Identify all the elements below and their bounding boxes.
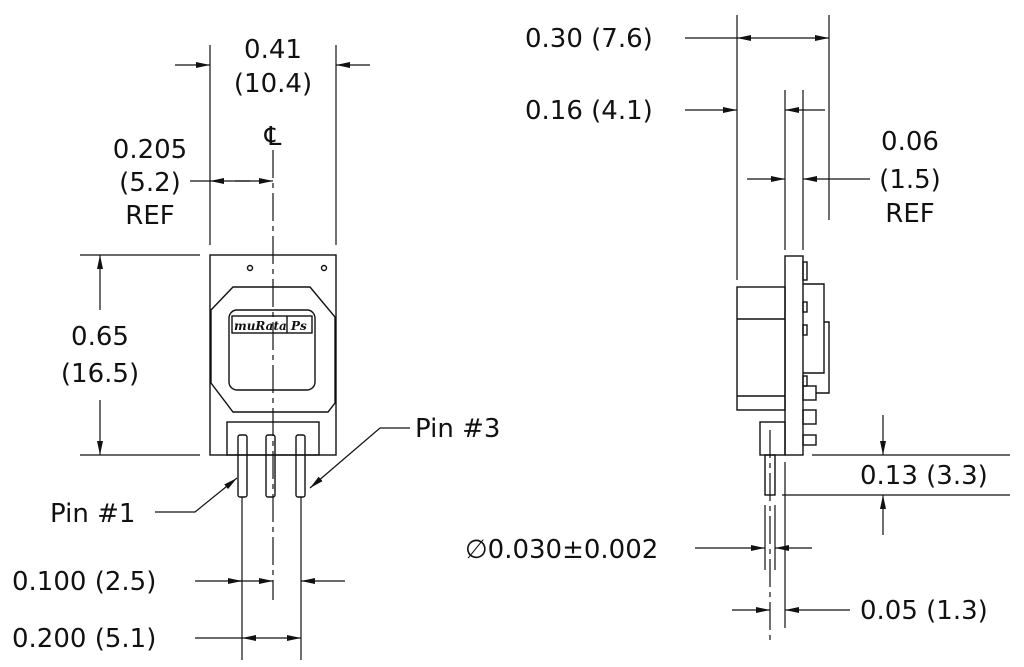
svg-text:(5.2): (5.2) bbox=[119, 168, 181, 198]
pcb bbox=[784, 255, 804, 456]
svg-text:(10.4): (10.4) bbox=[234, 69, 312, 99]
label-window bbox=[228, 309, 316, 391]
svg-text:0.100 (2.5): 0.100 (2.5) bbox=[12, 567, 156, 597]
transformer bbox=[736, 286, 786, 411]
pin-1 bbox=[237, 434, 248, 498]
svg-text:0.41: 0.41 bbox=[244, 35, 302, 65]
pin-header bbox=[759, 421, 786, 456]
murata-logo: muRata Ps bbox=[231, 315, 313, 334]
pin-2 bbox=[265, 434, 276, 498]
svg-text:0.30 (7.6): 0.30 (7.6) bbox=[525, 24, 653, 54]
svg-text:℄: ℄ bbox=[264, 122, 282, 152]
svg-text:0.200 (5.1): 0.200 (5.1) bbox=[12, 624, 156, 654]
svg-text:REF: REF bbox=[885, 199, 934, 229]
svg-text:muRata: muRata bbox=[234, 319, 287, 333]
mount-hole bbox=[246, 264, 254, 272]
svg-text:0.06: 0.06 bbox=[881, 127, 939, 157]
svg-text:Pin #3: Pin #3 bbox=[415, 414, 500, 444]
front-view: muRata Ps 0.41 (10.4) ℄ 0.205 (5.2) REF … bbox=[12, 35, 500, 660]
mount-hole bbox=[320, 264, 328, 272]
svg-text:0.16 (4.1): 0.16 (4.1) bbox=[525, 96, 653, 126]
svg-text:(16.5): (16.5) bbox=[61, 359, 139, 389]
label-frame bbox=[210, 286, 336, 413]
svg-text:0.205: 0.205 bbox=[113, 135, 187, 165]
pin-3 bbox=[295, 434, 306, 498]
side-view: 0.30 (7.6) 0.16 (4.1) 0.06 (1.5) REF 0.1… bbox=[465, 15, 1010, 640]
svg-text:0.05 (1.3): 0.05 (1.3) bbox=[860, 596, 988, 626]
svg-text:0.13 (3.3): 0.13 (3.3) bbox=[860, 461, 988, 491]
svg-text:Pin #1: Pin #1 bbox=[50, 499, 135, 529]
svg-text:∅0.030±0.002: ∅0.030±0.002 bbox=[465, 535, 658, 565]
svg-text:Ps: Ps bbox=[290, 319, 307, 333]
svg-text:REF: REF bbox=[125, 201, 174, 231]
svg-text:(1.5): (1.5) bbox=[879, 165, 941, 195]
svg-text:0.65: 0.65 bbox=[71, 322, 129, 352]
